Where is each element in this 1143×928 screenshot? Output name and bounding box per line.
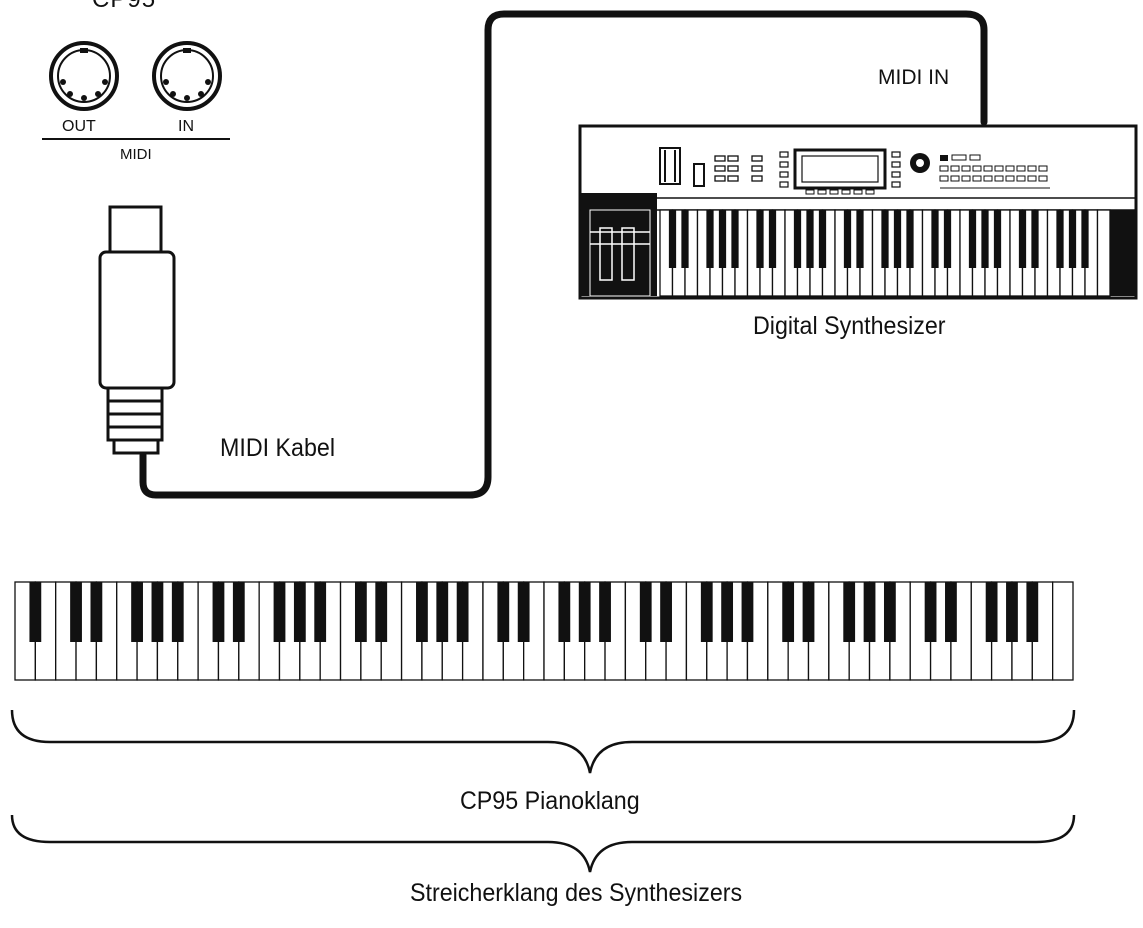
piano-black-key — [741, 582, 754, 642]
piano-black-key — [1006, 582, 1018, 642]
synth-black-key — [856, 210, 864, 268]
synth-black-key — [993, 210, 1002, 268]
piano-black-key — [639, 582, 652, 642]
piano-keyboard — [14, 581, 1074, 681]
piano-black-key — [1026, 582, 1039, 642]
piano-black-key — [456, 582, 469, 642]
piano-black-key — [497, 582, 510, 642]
synth-black-key — [806, 210, 814, 268]
synth-black-key — [1068, 210, 1077, 268]
piano-white-key — [1052, 581, 1074, 681]
cable-label: MIDI Kabel — [220, 434, 336, 462]
synth-black-key — [668, 210, 677, 268]
midi-cable — [139, 10, 988, 499]
piano-black-key — [924, 582, 937, 642]
piano-black-key — [578, 582, 591, 642]
piano-black-key — [314, 582, 327, 642]
synth-black-key — [768, 210, 777, 268]
piano-black-key — [802, 582, 815, 642]
piano-black-key — [171, 582, 184, 642]
piano-black-key — [70, 582, 82, 642]
synth-black-key — [718, 210, 727, 268]
piano-black-key — [660, 582, 672, 642]
piano-black-key — [293, 582, 306, 642]
midi-in-socket-icon — [152, 41, 222, 111]
synth-black-key — [881, 210, 889, 268]
piano-black-key — [721, 582, 734, 642]
piano-black-key — [517, 582, 530, 642]
synth-black-key — [1056, 210, 1064, 268]
piano-black-key — [782, 582, 795, 642]
piano-range-brace — [10, 709, 1076, 774]
midi-out-label: OUT — [62, 118, 96, 135]
synth-black-key — [893, 210, 902, 268]
string-range-brace — [10, 814, 1076, 873]
piano-black-key — [212, 582, 225, 642]
piano-black-key — [700, 582, 713, 642]
synth-black-key — [756, 210, 764, 268]
midi-out-socket-icon — [49, 41, 119, 111]
synth-midi-in-label: MIDI IN — [878, 66, 950, 89]
synthesizer-keyboard — [659, 209, 1111, 297]
midi-plug-icon — [98, 205, 176, 455]
synth-black-key — [906, 210, 914, 268]
piano-range-label: CP95 Pianoklang — [460, 787, 640, 815]
piano-black-key — [354, 582, 367, 642]
synth-black-key — [1031, 210, 1039, 268]
piano-black-key — [375, 582, 388, 642]
synth-black-key — [731, 210, 739, 268]
synth-black-key — [931, 210, 939, 268]
piano-black-key — [151, 582, 164, 642]
piano-black-key — [90, 582, 103, 642]
string-range-label: Streicherklang des Synthesizers — [410, 879, 743, 907]
piano-black-key — [29, 582, 42, 642]
piano-black-key — [945, 582, 957, 642]
cp95-title: CP95 — [92, 0, 156, 14]
piano-black-key — [232, 582, 245, 642]
piano-black-key — [558, 582, 571, 642]
piano-black-key — [985, 582, 998, 642]
piano-black-key — [843, 582, 856, 642]
synth-black-key — [968, 210, 977, 268]
synth-name-label: Digital Synthesizer — [753, 312, 946, 340]
midi-group-label: MIDI — [120, 146, 152, 163]
piano-black-key — [131, 582, 143, 642]
piano-black-key — [273, 582, 286, 642]
synth-black-key — [818, 210, 827, 268]
synth-white-key — [1096, 209, 1111, 297]
synth-black-key — [681, 210, 689, 268]
synth-black-key — [981, 210, 989, 268]
piano-black-key — [416, 582, 428, 642]
piano-black-key — [863, 582, 876, 642]
piano-black-key — [436, 582, 449, 642]
piano-black-key — [599, 582, 611, 642]
synth-black-key — [793, 210, 802, 268]
midi-in-label: IN — [178, 118, 194, 135]
synth-black-key — [1081, 210, 1089, 268]
synth-black-key — [706, 210, 714, 268]
synth-black-key — [943, 210, 952, 268]
synth-black-key — [1018, 210, 1027, 268]
synth-black-key — [843, 210, 852, 268]
piano-black-key — [883, 582, 896, 642]
